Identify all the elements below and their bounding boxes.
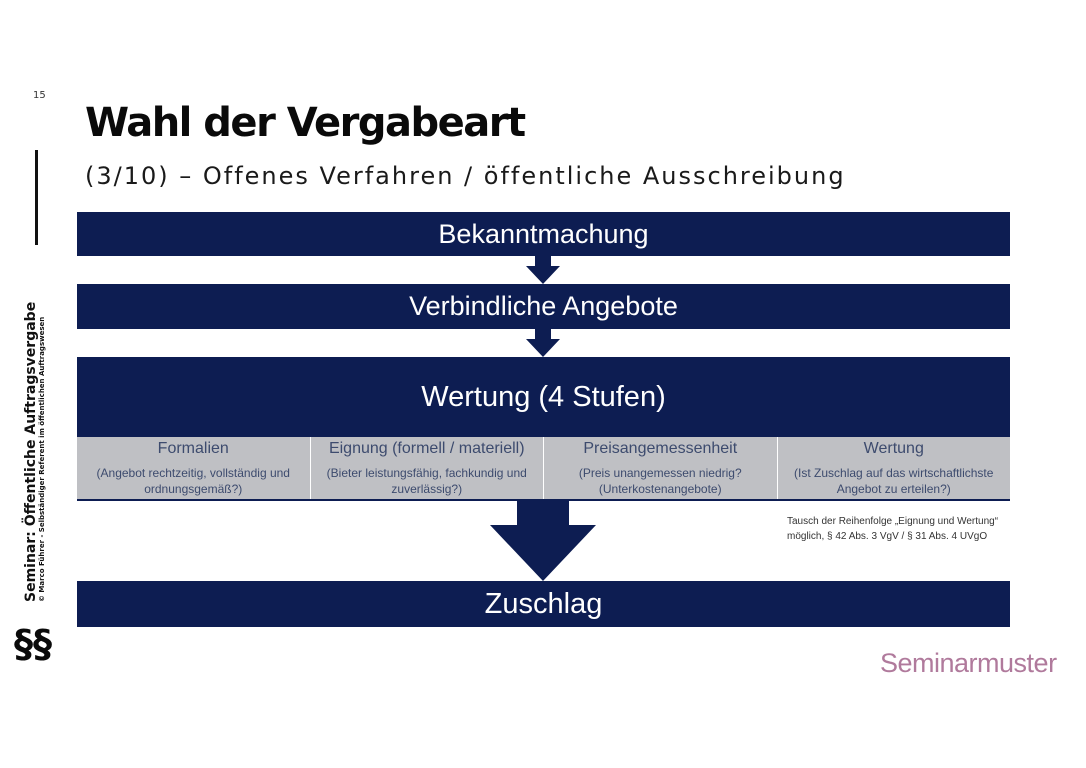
step-zuschlag: Zuschlag	[77, 581, 1010, 627]
arrow-down-icon	[526, 329, 560, 357]
stage-preisangemessenheit: Preisangemessenheit (Preis unangemessen …	[544, 437, 778, 499]
sidebar-title: Seminar: Öffentliche Auftragsvergabe	[23, 301, 39, 602]
slide-subtitle: (3/10) – Offenes Verfahren / öffentliche…	[85, 162, 846, 190]
sidebar-text: Seminar: Öffentliche Auftragsvergabe © M…	[23, 301, 47, 602]
stage-detail: (Bieter leistungsfähig, fachkundig und z…	[326, 466, 527, 496]
stage-wertung: Wertung (Ist Zuschlag auf das wirtschaft…	[778, 437, 1011, 499]
stage-detail: (Angebot rechtzeitig, vollständig und or…	[96, 466, 290, 496]
step-bekanntmachung: Bekanntmachung	[77, 212, 1010, 256]
sidebar-subtitle: © Marco Führer - Selbständiger Referent …	[38, 316, 47, 602]
paragraph-icon: §§	[14, 622, 52, 666]
big-arrow-down-icon	[490, 499, 596, 581]
wertung-stages: Formalien (Angebot rechtzeitig, vollstän…	[77, 437, 1010, 501]
order-note: Tausch der Reihenfolge „Eignung und Wert…	[787, 516, 999, 542]
stage-heading: Eignung (formell / materiell)	[328, 440, 525, 457]
slide-title: Wahl der Vergabeart	[85, 100, 526, 146]
stage-heading: Preisangemessenheit	[583, 440, 738, 457]
arrow-down-icon	[526, 256, 560, 284]
stage-detail: (Preis unangemessen niedrig? (Unterkoste…	[578, 466, 742, 496]
sidebar-divider	[35, 150, 38, 245]
step-verbindliche-angebote: Verbindliche Angebote	[77, 284, 1010, 329]
stage-eignung: Eignung (formell / materiell) (Bieter le…	[311, 437, 544, 499]
brand-logo: Seminarmuster	[880, 648, 1057, 678]
stage-heading: Wertung	[863, 440, 924, 457]
page-number: 15	[33, 90, 46, 101]
stage-formalien: Formalien (Angebot rechtzeitig, vollstän…	[77, 437, 311, 499]
stage-detail: (Ist Zuschlag auf das wirtschaftlichste …	[794, 466, 994, 496]
stage-heading: Formalien	[157, 440, 229, 457]
step-wertung: Wertung (4 Stufen)	[77, 357, 1010, 437]
